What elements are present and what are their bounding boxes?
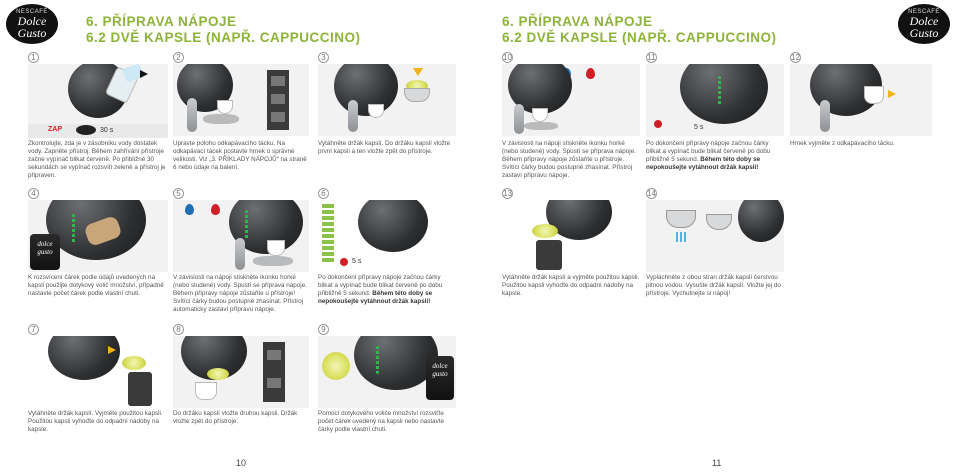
dolce-gusto-logo: NESCAFÉ Dolce Gusto bbox=[6, 4, 58, 44]
step-number-10: 10 bbox=[502, 52, 513, 63]
step-number-7: 7 bbox=[28, 324, 39, 335]
water-rinse bbox=[676, 232, 688, 242]
page-title: 6. PŘÍPRAVA NÁPOJE 6.2 DVĚ KAPSLE (NAPŘ.… bbox=[86, 14, 361, 45]
step-14-caption: Vypláchněte z obou stran držák kapslí če… bbox=[646, 274, 781, 297]
page-number-right: 11 bbox=[712, 458, 722, 468]
step-5-illustration bbox=[173, 200, 309, 272]
step-3-caption: Vytáhněte držák kapslí. Do držáku kapslí… bbox=[318, 140, 451, 155]
step-14-illustration bbox=[646, 200, 784, 272]
step-6-illustration: 5 s bbox=[318, 200, 456, 272]
step-8-illustration bbox=[173, 336, 309, 408]
step-number-13: 13 bbox=[502, 188, 513, 199]
dolce-gusto-logo-right: NESCAFÉ Dolce Gusto bbox=[898, 4, 950, 44]
blinking-bars bbox=[322, 204, 334, 264]
step-3-illustration bbox=[318, 64, 456, 136]
step-6-caption: Po dokončení přípravy nápoje začnou čárk… bbox=[318, 274, 443, 305]
page-number-left: 10 bbox=[236, 458, 247, 468]
step-13-illustration bbox=[502, 200, 640, 272]
step-12-caption: Hrnek vyjměte z odkapávacího tácku. bbox=[790, 140, 895, 147]
step-8-caption: Do držáku kapslí vložte druhou kapsli. D… bbox=[173, 410, 298, 425]
step-number-6: 6 bbox=[318, 188, 329, 199]
step-number-14: 14 bbox=[646, 188, 657, 199]
step-number-1: 1 bbox=[28, 52, 39, 63]
step-5-caption: V závislosti na nápoji stiskněte ikonku … bbox=[173, 274, 307, 313]
power-led-2 bbox=[654, 120, 662, 128]
cold-water-icon bbox=[185, 204, 194, 215]
step-number-4: 4 bbox=[28, 188, 39, 199]
step-2-illustration bbox=[173, 64, 309, 136]
step-12-illustration bbox=[790, 64, 932, 136]
step-10-illustration bbox=[502, 64, 640, 136]
hot-water-icon bbox=[211, 204, 220, 215]
page-title-right: 6. PŘÍPRAVA NÁPOJE 6.2 DVĚ KAPSLE (NAPŘ.… bbox=[502, 14, 777, 45]
step-10-caption: V závislosti na nápoji stiskněte ikonku … bbox=[502, 140, 636, 179]
step-number-2: 2 bbox=[173, 52, 184, 63]
step-number-3: 3 bbox=[318, 52, 329, 63]
step-4-caption: K rozsvícení čárek podle údajů uvedených… bbox=[28, 274, 164, 297]
step-9-caption: Pomocí dotykového voliče množství rozsvi… bbox=[318, 410, 445, 433]
power-led bbox=[340, 258, 348, 266]
step-number-5: 5 bbox=[173, 188, 184, 199]
step-1-zap-bar: ZAP 30 s bbox=[28, 124, 168, 138]
step-11-illustration: 5 s bbox=[646, 64, 784, 136]
step-number-12: 12 bbox=[790, 52, 801, 63]
step-7-caption: Vytáhněte držák kapslí. Vyjměte použitou… bbox=[28, 410, 163, 433]
step-11-caption: Po dokončení přípravy nápoje začnou čárk… bbox=[646, 140, 771, 171]
step-2-caption: Upravte polohu odkapávacího tácku. Na od… bbox=[173, 140, 307, 171]
step-number-9: 9 bbox=[318, 324, 329, 335]
step-number-11: 11 bbox=[646, 52, 657, 63]
step-number-8: 8 bbox=[173, 324, 184, 335]
step-1-caption: Zkontrolujte, zda je v zásobníku vody do… bbox=[28, 140, 166, 179]
step-13-caption: Vytáhněte držák kapslí a vyjměte použito… bbox=[502, 274, 640, 297]
left-page: NESCAFÉ Dolce Gusto 6. PŘÍPRAVA NÁPOJE 6… bbox=[6, 4, 456, 468]
right-page: 6. PŘÍPRAVA NÁPOJE 6.2 DVĚ KAPSLE (NAPŘ.… bbox=[480, 0, 960, 472]
hot-water-icon-2 bbox=[586, 68, 595, 79]
step-7-illustration bbox=[28, 336, 168, 408]
